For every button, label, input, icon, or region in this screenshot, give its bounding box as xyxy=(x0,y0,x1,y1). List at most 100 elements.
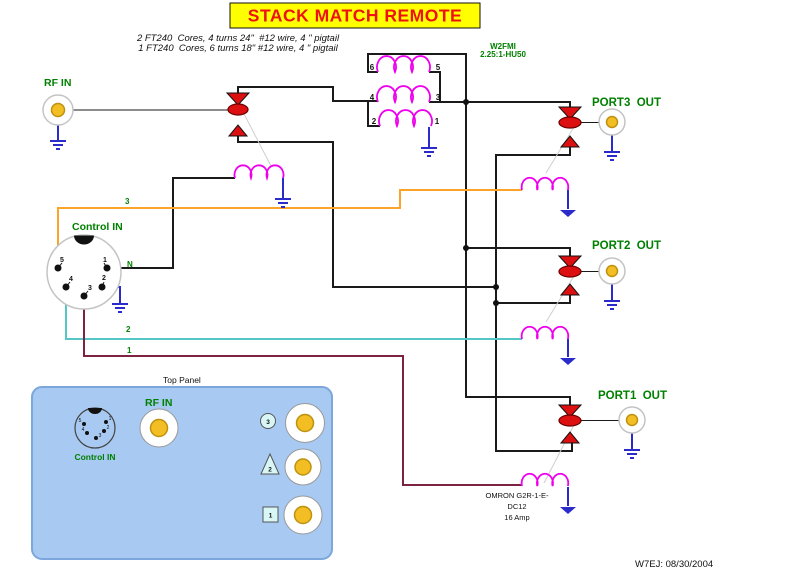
port3-relay xyxy=(520,106,583,191)
junction-bus-port2 xyxy=(463,245,469,251)
xfmr-pin6-label: 6 xyxy=(370,63,375,72)
teal-wire-label: 2 xyxy=(126,325,131,334)
din-pin1-label: 1 xyxy=(103,257,107,264)
din-pin3-label: 3 xyxy=(99,433,102,439)
din-pin4-label: 4 xyxy=(69,276,73,283)
jack3-badge-label: 3 xyxy=(266,419,270,426)
core-notes: 2 FT240 Cores, 4 turns 24" #12 wire, 4 "… xyxy=(136,33,340,54)
credit-line: W7EJ: 08/30/2004 xyxy=(635,559,713,570)
din-pin2-label: 2 xyxy=(107,425,110,431)
connector-center-pin xyxy=(149,418,169,438)
relay-nc-contact xyxy=(557,106,583,120)
connector-center-pin xyxy=(625,413,639,427)
rf-in-label: RF IN xyxy=(44,77,71,89)
wire-bus-to-port2-nc xyxy=(466,246,572,256)
wire-relay-no-to-bus2 xyxy=(236,136,496,289)
top-panel-title: Top Panel xyxy=(163,375,201,385)
wire-orange-pin5-to-port3-coil xyxy=(57,189,522,264)
din-pin5-label: 5 xyxy=(79,418,82,424)
ground-stems xyxy=(57,125,633,506)
connector-center-pin xyxy=(294,458,312,476)
din-pin5 xyxy=(82,422,86,426)
xfmr-pin5-label: 5 xyxy=(436,63,441,72)
ground-port2-conn xyxy=(604,300,620,310)
xfmr-pin2-label: 2 xyxy=(372,117,377,126)
ground-xfmr-pin1 xyxy=(421,147,437,157)
arrow-grounds xyxy=(560,210,576,514)
relay-armature-link xyxy=(545,126,575,174)
winding-top xyxy=(376,55,431,75)
orange-wire-label: 3 xyxy=(125,197,130,206)
relay-note-line1: OMRON G2R-1-E- xyxy=(486,491,549,500)
core-note-line1: 2 FT240 Cores, 4 turns 24" #12 wire, 4 "… xyxy=(136,33,340,44)
ground-input-coil xyxy=(275,198,291,208)
din-pin2 xyxy=(98,283,106,291)
din-pin4-label: 4 xyxy=(82,427,85,433)
wire-pin5-lead xyxy=(429,70,442,102)
jack2-badge-label: 2 xyxy=(268,467,272,474)
port3-label: PORT3 OUT xyxy=(592,97,661,109)
panel-control-in-label: Control IN xyxy=(74,452,115,462)
panel-jack-3: 3 xyxy=(260,403,325,443)
control-in-connector: Control IN 5 1 4 2 3 xyxy=(46,221,123,310)
ground-rfin xyxy=(50,140,66,150)
din-pin5 xyxy=(54,264,62,272)
transformer: 6 5 4 3 2 1 W2FMI 2.25:1-HU50 xyxy=(370,42,526,129)
panel-rf-in-connector: RF IN xyxy=(139,397,179,448)
din-pin3-label: 3 xyxy=(88,285,92,292)
jack1-badge xyxy=(262,506,279,523)
input-relay xyxy=(225,92,285,181)
din-pin1-label: 1 xyxy=(109,416,112,422)
din-pin1 xyxy=(103,264,111,272)
din-keyway xyxy=(88,408,102,414)
core-note-line2: 1 FT240 Cores, 6 turns 18" #12 wire, 4 "… xyxy=(138,43,338,54)
jack2-badge xyxy=(260,452,280,475)
wire-bus-to-port3-nc xyxy=(466,100,572,107)
relay-note-line3: 16 Amp xyxy=(504,513,529,522)
relay-no-contact xyxy=(227,124,249,137)
panel-body xyxy=(31,386,333,560)
relay-nc-contact xyxy=(557,404,583,418)
junction-dots xyxy=(463,99,499,306)
relay-armature-link xyxy=(242,111,272,167)
xfmr-pin4-label: 4 xyxy=(370,93,375,102)
port1-label: PORT1 OUT xyxy=(598,390,667,402)
din-pin1 xyxy=(104,420,108,424)
connector-center-pin xyxy=(50,102,66,118)
connector-center-pin xyxy=(605,115,619,129)
relay-coil xyxy=(520,325,570,340)
port2-out: PORT2 OUT xyxy=(592,240,661,285)
wire-relay-nc-to-xfmr-pin4 xyxy=(236,85,378,103)
relay-note-line2: DC12 xyxy=(507,502,526,511)
panel-rf-in-label: RF IN xyxy=(145,397,172,409)
ground-control-pin2 xyxy=(112,303,128,313)
relay-armature xyxy=(558,265,582,278)
xfmr-pin1-label: 1 xyxy=(435,117,440,126)
junction-bus2-port2-no xyxy=(493,300,499,306)
junction-xfmr-output xyxy=(463,99,469,105)
earth-grounds xyxy=(50,140,640,459)
jack3-badge xyxy=(260,413,276,429)
connector-center-pin xyxy=(605,264,619,278)
wire-port2-no-to-bus2 xyxy=(496,295,572,305)
relay-coil xyxy=(520,472,570,487)
wire-n-control-to-coil xyxy=(111,177,235,269)
panel-din-connector: 5 1 4 2 3 xyxy=(74,407,116,449)
din-pin4 xyxy=(62,283,70,291)
wire-maroon-pin3-to-port1-coil xyxy=(83,297,522,486)
relay-no-contact xyxy=(559,135,581,148)
relay-no-contact xyxy=(559,431,581,444)
relay-armature-link xyxy=(545,275,575,323)
top-panel: Top Panel 5 1 4 2 3 Control IN RF IN 3 xyxy=(31,375,333,560)
relay-part-note: OMRON G2R-1-E- DC12 16 Amp xyxy=(486,491,549,522)
relay-coil xyxy=(520,176,570,191)
connector-center-pin xyxy=(293,505,313,525)
ground-port1-coil xyxy=(560,507,576,514)
xfmr-pin3-label: 3 xyxy=(436,93,441,102)
maroon-wire-label: 1 xyxy=(127,346,132,355)
din-pin3 xyxy=(94,436,98,440)
ground-port2-coil xyxy=(560,358,576,365)
din-body xyxy=(46,234,122,310)
ground-port3-conn xyxy=(604,151,620,161)
